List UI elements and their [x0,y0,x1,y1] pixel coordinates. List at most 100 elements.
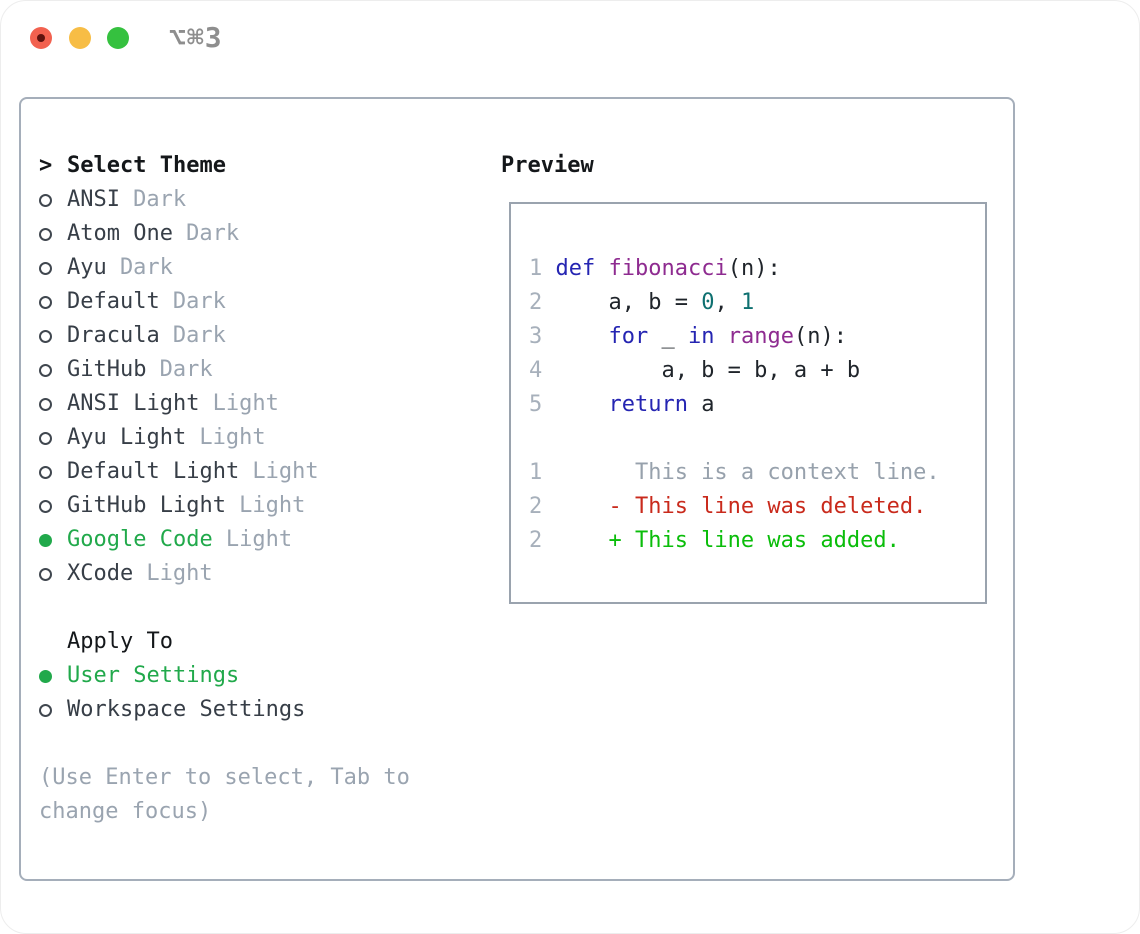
radio-unselected-icon [39,193,52,207]
code-segment: return [608,392,688,417]
radio-unselected-icon [39,363,52,377]
keyboard-shortcut-label: ⌥⌘3 [169,21,223,54]
code-segment: a, b = b, a + b [555,358,861,383]
code-segment: for [608,324,649,349]
line-number: 1 [529,256,543,281]
code-line: 2 a, b = 0, 1 [529,286,940,320]
apply-option-label: User Settings [67,663,240,688]
code-line: 2 - This line was deleted. [529,490,940,524]
radio-unselected-icon [39,431,52,445]
theme-list-title: Select Theme [67,153,226,178]
spacer-row [39,591,489,625]
code-segment: range [727,324,794,349]
radio-unselected-icon [39,703,52,717]
theme-name: XCode [67,561,134,586]
apply-option-workspace-settings[interactable]: Workspace Settings [39,693,489,727]
code-segment: a [687,392,715,417]
theme-name: Ayu [67,255,107,280]
radio-cell [39,193,67,207]
code-segment: (n): [727,256,781,281]
line-number: 3 [529,324,543,349]
theme-variant: Light [146,561,213,586]
radio-cell [39,431,67,445]
theme-name: GitHub [67,357,147,382]
theme-name: Dracula [67,323,160,348]
code-line: 4 a, b = b, a + b [529,354,940,388]
theme-name: ANSI [67,187,120,212]
apply-to-header: Apply To [39,625,489,659]
line-number: 1 [529,460,543,485]
code-segment [555,324,608,349]
radio-cell [39,533,67,547]
radio-cell [39,227,67,241]
code-line: 5 return a [529,388,940,422]
radio-cell [39,329,67,343]
theme-variant: Dark [186,221,240,246]
theme-variant: Light [225,527,293,552]
theme-option-default-dark[interactable]: Default Dark [39,285,489,319]
radio-cell [39,703,67,717]
radio-cell [39,261,67,275]
theme-name: ANSI Light [67,391,200,416]
theme-list-header: > Select Theme [39,149,489,183]
theme-name: Default [67,289,160,314]
theme-name: GitHub Light [67,493,226,518]
theme-option-google-code-light[interactable]: Google Code Light [39,523,489,557]
spacer-row [39,727,489,761]
code-segment: (n): [793,324,847,349]
line-number: 5 [529,392,543,417]
help-text: change focus) [39,799,212,824]
theme-name: Ayu Light [67,425,187,450]
theme-variant: Dark [159,357,213,382]
theme-name: Google Code [67,527,213,552]
code-segment [714,324,727,349]
code-segment: def [555,256,596,281]
line-number: 2 [529,290,543,315]
close-dot-icon [37,34,45,42]
code-segment: 0 [701,290,715,315]
code-segment: in [687,324,715,349]
code-segment: 1 [740,290,755,315]
radio-selected-icon [39,533,52,547]
code-segment [595,256,608,281]
apply-option-user-settings[interactable]: User Settings [39,659,489,693]
title-bar: ⌥⌘3 [1,1,1139,75]
theme-variant: Light [199,425,266,450]
code-line: 1 This is a context line. [529,456,940,490]
zoom-button[interactable] [107,27,129,49]
code-line: 3 for _ in range(n): [529,320,940,354]
radio-cell [39,397,67,411]
line-number: 2 [529,528,543,553]
theme-name: Default Light [67,459,240,484]
theme-option-ayu-light-light[interactable]: Ayu Light Light [39,421,489,455]
preview-title: Preview [501,153,594,178]
radio-cell [39,567,67,581]
theme-option-xcode-light[interactable]: XCode Light [39,557,489,591]
radio-unselected-icon [39,295,52,309]
radio-cell [39,499,67,513]
code-segment: _ [648,324,688,349]
code-line: 2 + This line was added. [529,524,940,558]
close-button[interactable] [30,27,52,49]
chevron-right-icon: > [39,153,53,178]
theme-option-github-dark[interactable]: GitHub Dark [39,353,489,387]
radio-unselected-icon [39,261,52,275]
line-number: 4 [529,358,543,383]
minimize-button[interactable] [69,27,91,49]
radio-unselected-icon [39,499,52,513]
radio-unselected-icon [39,465,52,479]
radio-cell [39,669,67,683]
theme-variant: Dark [172,289,226,314]
blank-line [529,422,940,456]
line-number: 2 [529,494,543,519]
